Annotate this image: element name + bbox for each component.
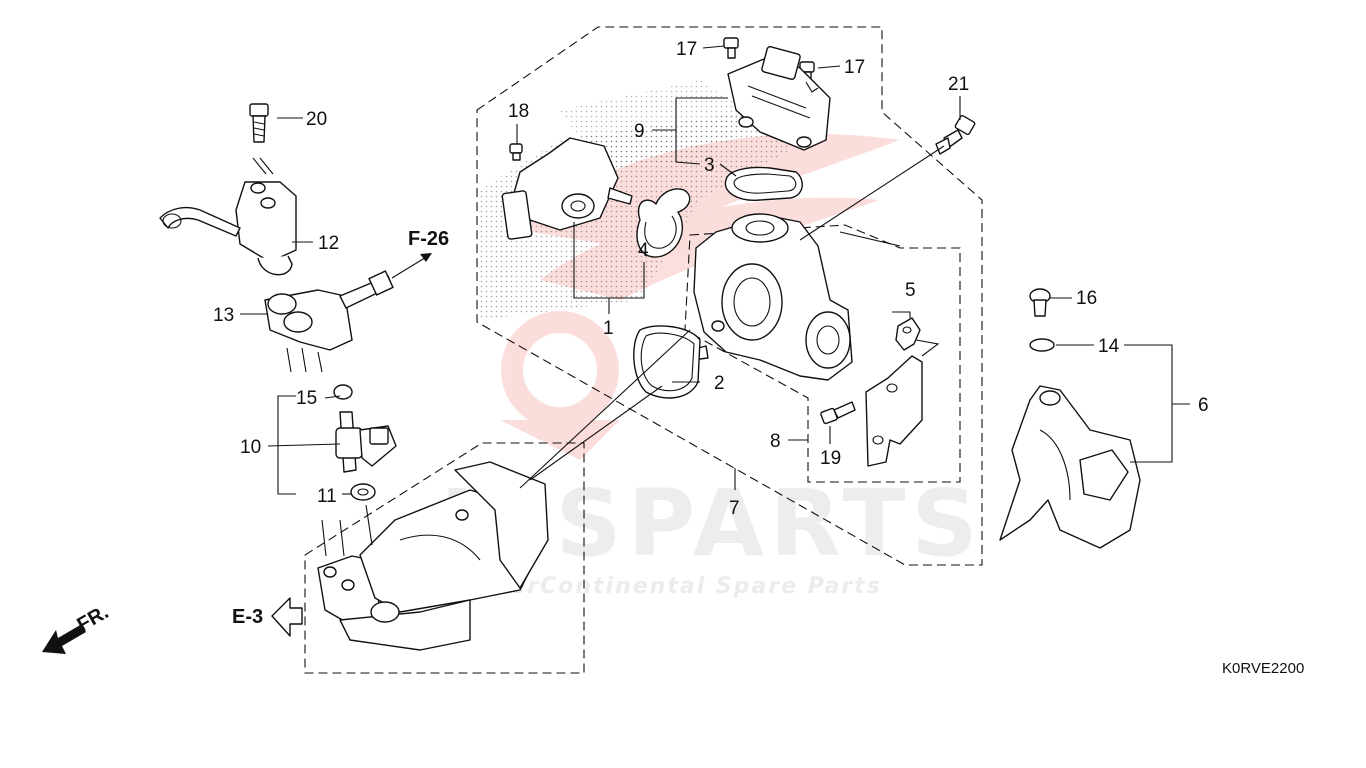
bolt-17-left	[723, 37, 739, 59]
bolt-18	[509, 143, 523, 161]
diagram-code: K0RVE2200	[1222, 660, 1304, 677]
callout-18: 18	[508, 101, 529, 122]
alignment-lines-intake	[321, 504, 373, 557]
front-arrow-icon	[42, 624, 86, 654]
bolt-19	[820, 401, 856, 425]
callout-19: 19	[820, 448, 841, 469]
bolt-20	[249, 103, 269, 143]
gasket-4	[636, 188, 691, 258]
holder-13	[264, 270, 394, 351]
alignment-lines-13	[286, 347, 323, 373]
throttle-body	[689, 213, 853, 381]
callout-10: 10	[240, 437, 261, 458]
callout-7: 7	[729, 498, 740, 519]
callout-11: 11	[317, 486, 337, 507]
callout-13: 13	[213, 305, 234, 326]
o-ring-15	[333, 384, 353, 400]
bracket-5-detail-lines	[915, 339, 940, 357]
callout-5: 5	[905, 280, 916, 301]
injector-10	[335, 411, 397, 473]
callout-3: 3	[704, 155, 715, 176]
plate-8	[865, 355, 923, 467]
gasket-2	[633, 325, 701, 399]
callout-21: 21	[948, 74, 969, 95]
callout-14: 14	[1098, 336, 1120, 357]
watermark-tagline: InterContinental Spare Parts	[470, 574, 882, 599]
bracket-5	[895, 317, 921, 351]
seal-ring-11-inner	[357, 488, 369, 496]
alignment-lines-20	[252, 157, 274, 175]
assembly-boundary-8	[684, 224, 961, 483]
gasket-3	[724, 166, 803, 201]
map-sensor-9	[727, 46, 831, 151]
bolt-21	[935, 114, 976, 155]
ref-f26: F-26	[408, 228, 449, 250]
callout-16: 16	[1076, 288, 1097, 309]
callout-1: 1	[603, 318, 614, 339]
intake-pipe-boundary	[304, 442, 585, 674]
callout-17-left: 17	[676, 39, 697, 60]
assembly-boundary-7	[476, 26, 983, 566]
intake-pipe	[317, 461, 549, 651]
throttle-sensor-1	[501, 137, 633, 240]
callout-8: 8	[770, 431, 781, 452]
alignment-line-17b	[805, 81, 819, 93]
bolt-16	[1029, 288, 1051, 317]
side-cover-6	[999, 385, 1141, 549]
f26-arrowhead	[420, 253, 432, 262]
bracket-12	[159, 181, 297, 276]
callout-17-right: 17	[844, 57, 865, 78]
ref-e3: E-3	[232, 606, 263, 628]
callout-15: 15	[296, 388, 317, 409]
e3-arrow	[271, 597, 303, 637]
seal-ring-11	[350, 483, 376, 501]
callout-2: 2	[714, 373, 725, 394]
callout-4: 4	[638, 240, 649, 261]
callout-20: 20	[306, 109, 327, 130]
shading-cover-area	[560, 80, 760, 170]
washer-14	[1029, 338, 1055, 352]
callout-6: 6	[1198, 395, 1209, 416]
leader-lines	[240, 45, 1190, 495]
f26-arrow	[391, 255, 429, 279]
callout-12: 12	[318, 233, 339, 254]
callout-9: 9	[634, 121, 645, 142]
